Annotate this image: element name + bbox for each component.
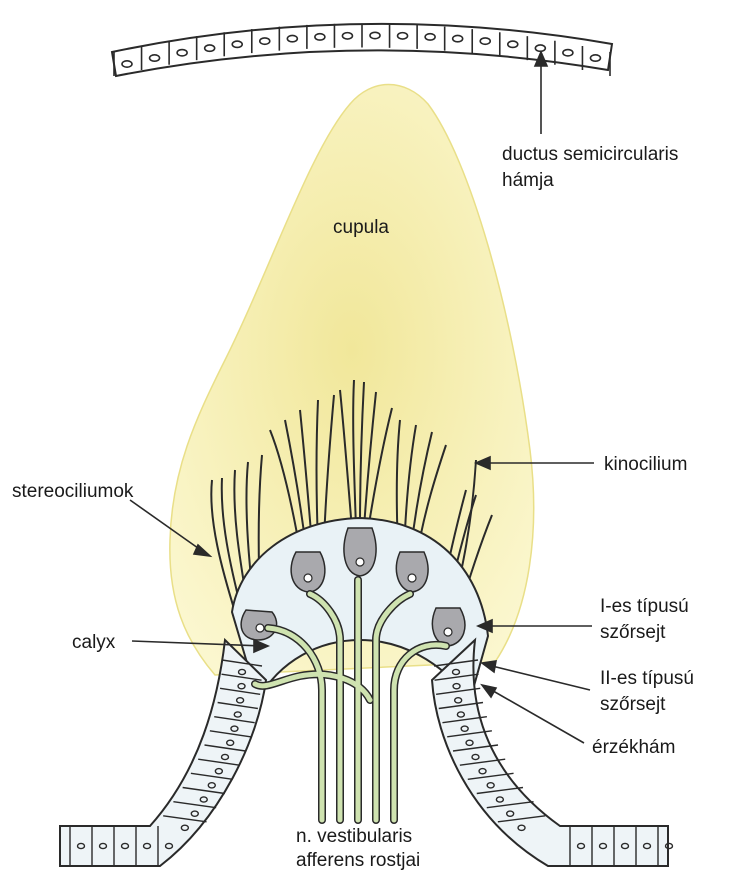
label-stereocilia: stereociliumok: [12, 481, 134, 502]
labels: ductus semicircularis hámja cupula kinoc…: [12, 144, 694, 870]
label-type1-line1: I-es típusú: [600, 596, 689, 617]
label-type1-line2: szőrsejt: [600, 622, 666, 643]
label-epithelium: érzékhám: [592, 737, 675, 758]
label-nerve-line2: afferens rostjai: [296, 850, 420, 870]
label-duct-line1: ductus semicircularis: [502, 144, 678, 165]
label-type2-line1: II-es típusú: [600, 668, 694, 689]
label-type2-line2: szőrsejt: [600, 694, 666, 715]
cupula-shape: [169, 83, 535, 676]
duct-epithelium: [110, 22, 614, 78]
leader-lines: [129, 49, 594, 744]
label-cupula: cupula: [333, 217, 389, 238]
label-kinocilium: kinocilium: [604, 454, 687, 475]
label-calyx: calyx: [72, 632, 116, 653]
label-duct-line2: hámja: [502, 170, 554, 191]
label-nerve-line1: n. vestibularis: [296, 826, 412, 847]
hair-cells: [240, 527, 466, 647]
nerve-fibres: [251, 576, 450, 824]
